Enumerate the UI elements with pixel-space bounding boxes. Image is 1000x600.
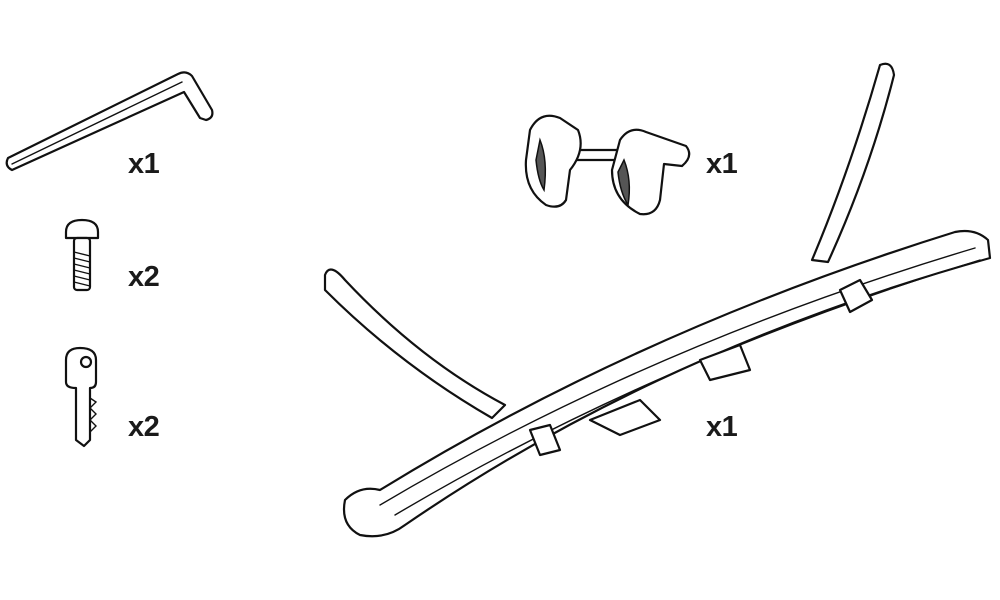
rail-quantity: x1: [706, 411, 738, 443]
key-illustration: [64, 346, 98, 448]
bolt-illustration: [64, 218, 100, 292]
wheel-clamp-quantity: x1: [706, 148, 738, 180]
rail-illustration: [323, 62, 992, 538]
bolt-quantity: x2: [128, 261, 160, 293]
hex-key-quantity: x1: [128, 148, 160, 180]
key-quantity: x2: [128, 411, 160, 443]
wheel-clamp-illustration: [524, 114, 691, 216]
hex-key-illustration: [5, 71, 214, 172]
